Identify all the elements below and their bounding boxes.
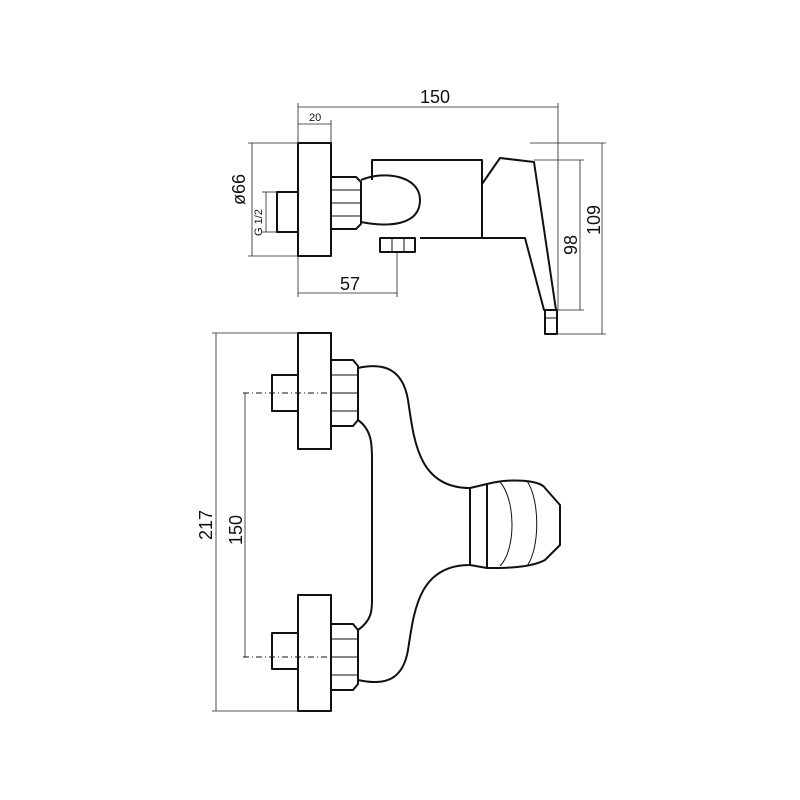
front-flange-top (297, 332, 332, 450)
front-flange-bottom (297, 594, 332, 712)
side-lever-tip (544, 309, 558, 335)
dim-outlet-offset: 57 (340, 274, 360, 294)
dim-thread: G 1/2 (253, 209, 265, 236)
side-body (371, 159, 483, 239)
side-hex-nut (330, 176, 362, 230)
front-hub (469, 483, 488, 569)
front-lever (486, 479, 561, 569)
dim-body-height: 98 (561, 235, 581, 255)
dim-flange-thickness: 20 (309, 112, 321, 124)
dim-front-overall-height: 217 (196, 510, 216, 540)
dim-overall-height: 109 (584, 205, 604, 235)
dim-center-distance: 150 (226, 515, 246, 545)
side-outlet (379, 237, 416, 253)
front-stub-bottom (271, 632, 299, 670)
side-view: 150 20 ø66 G 1/2 57 98 (229, 87, 606, 335)
front-view: 217 150 (196, 332, 561, 712)
front-dimensions: 217 150 (196, 332, 298, 712)
front-nut-bottom (330, 623, 359, 691)
front-body (357, 365, 471, 684)
side-flange (297, 142, 332, 257)
dim-flange-diameter: ø66 (229, 174, 249, 205)
side-thread-stub (276, 191, 299, 233)
side-lever (481, 157, 557, 311)
side-dimensions: 150 20 ø66 G 1/2 57 98 (229, 87, 606, 335)
dim-overall-length: 150 (420, 87, 450, 107)
side-eccentric (360, 174, 421, 226)
